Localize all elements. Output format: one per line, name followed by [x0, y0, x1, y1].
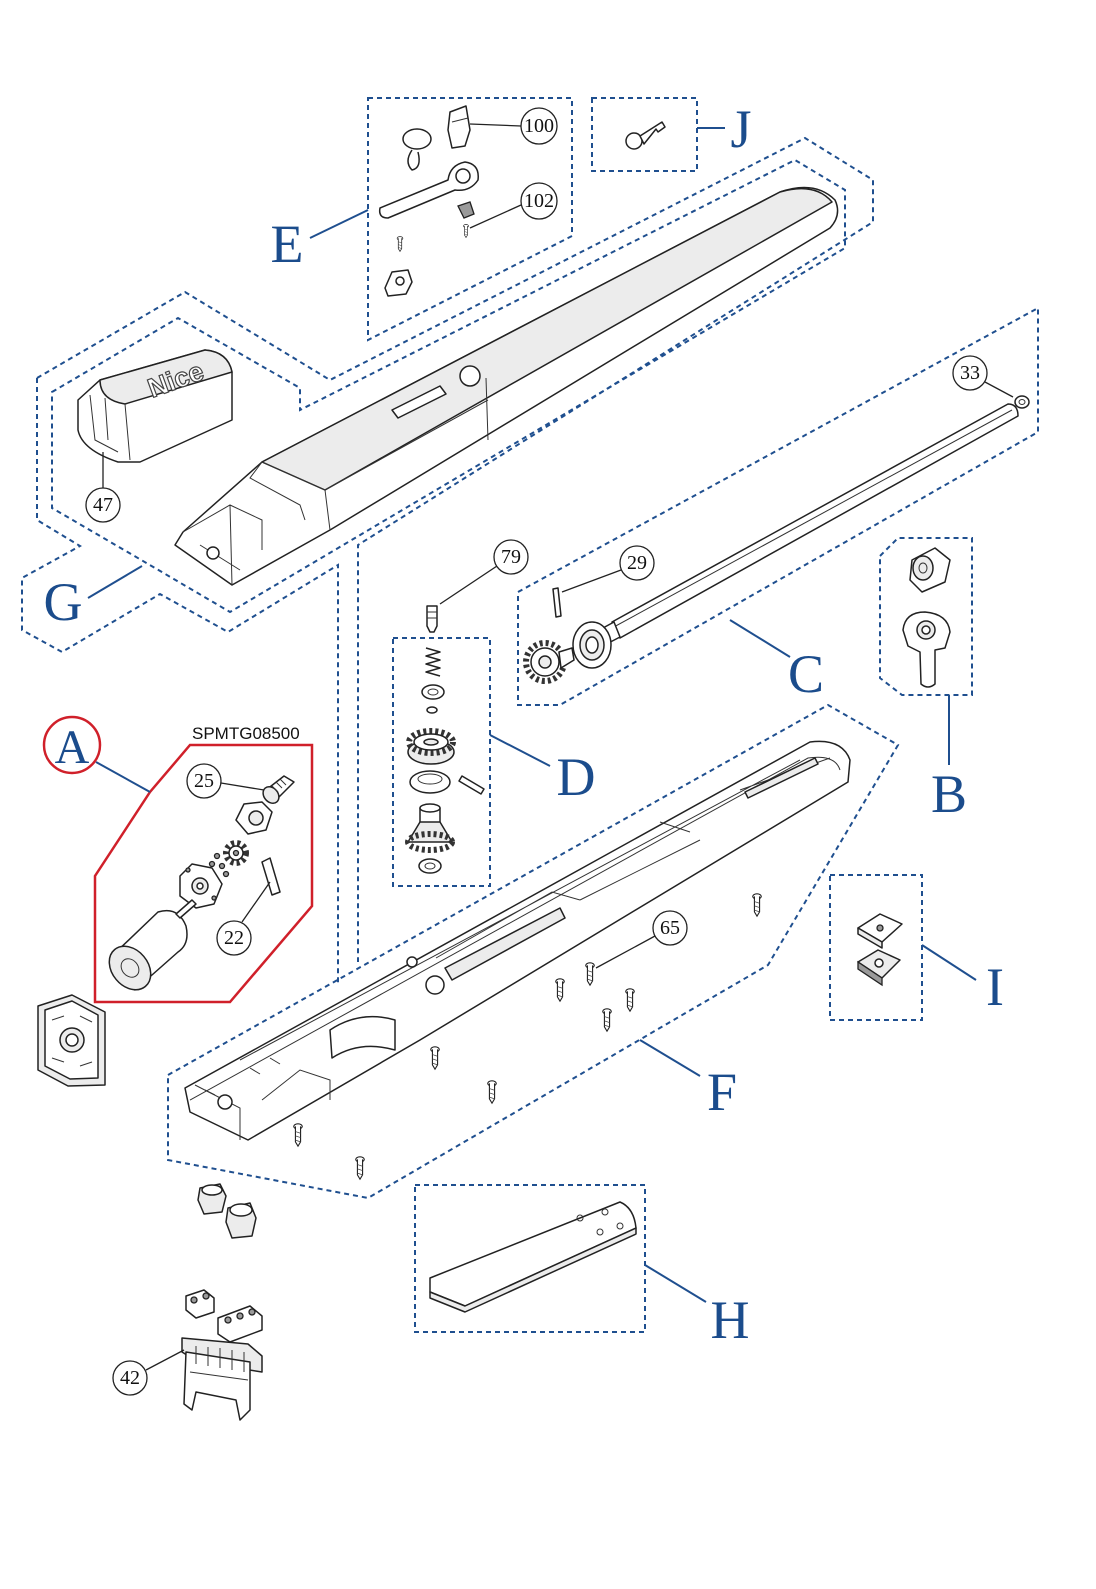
part-number-33: 33: [960, 362, 980, 384]
group-d-outline: [392, 637, 491, 887]
group-g-inner-outline: [51, 158, 846, 614]
group-g-lower-outline: [21, 378, 339, 985]
cable-gland-1: [197, 1183, 227, 1215]
nut-plate-upper: [857, 913, 903, 949]
base-screw-1: [752, 893, 762, 917]
shaft-end-bushing: [1014, 395, 1030, 409]
bearing-ring-d: [409, 770, 451, 794]
group-label-e: E: [271, 214, 304, 274]
callout-33: 33: [952, 355, 1014, 398]
kit-code: SPMTG08500: [192, 724, 300, 743]
group-e-outline: [367, 97, 573, 342]
part-number-22: 22: [224, 927, 244, 949]
callout-65: 65: [595, 910, 688, 969]
group-d-parts: [405, 647, 485, 874]
group-g-outer-outline: [36, 136, 874, 962]
release-cap: [402, 128, 432, 150]
part-number-29: 29: [627, 552, 647, 574]
terminal-connector-3p: [217, 1305, 263, 1343]
kit-a-outline: [93, 743, 314, 1004]
base-screw-4: [625, 988, 635, 1012]
part-number-25: 25: [194, 770, 214, 792]
part-number-79: 79: [501, 546, 521, 568]
group-i-outline: [829, 874, 923, 1021]
bevel-gear-c: [523, 640, 575, 684]
group-j-outline: [591, 97, 698, 172]
group-label-h: H: [711, 1290, 750, 1350]
bevel-gear-d: [405, 803, 455, 853]
release-lever: [378, 161, 479, 219]
lever-insert: [457, 201, 475, 219]
long-cover: [174, 186, 839, 586]
mounting-bracket: [37, 994, 106, 1087]
callout-79: 79: [439, 539, 529, 605]
base-plate: [429, 1201, 637, 1313]
gear-housing-clip: [235, 801, 273, 835]
bracket-screw: [396, 235, 404, 253]
part-number-100: 100: [524, 115, 554, 137]
spur-gear-d: [406, 728, 456, 765]
bearing-balls: [208, 852, 230, 878]
base-screw-5: [602, 1008, 612, 1032]
group-label-j: J: [730, 99, 751, 159]
end-cap-cover: Nice: [77, 349, 233, 463]
group-labels: E J G C D B I F H A SPMTG08500: [42, 99, 1004, 1350]
gearbox-base: [184, 740, 851, 1141]
washer-small: [426, 706, 438, 714]
lock-cylinder: [447, 105, 471, 149]
cable-gland-2: [225, 1202, 257, 1239]
release-cylinder: [909, 547, 951, 593]
callout-22: 22: [216, 881, 271, 956]
nut-plate-lower: [857, 949, 901, 987]
drive-shaft: [589, 403, 1019, 650]
group-label-c: C: [788, 644, 824, 704]
base-screw-8: [293, 1123, 303, 1147]
terminal-block: [181, 1337, 263, 1421]
callout-29: 29: [561, 545, 655, 593]
worm-gear: [262, 775, 295, 804]
washer-bottom: [418, 858, 442, 874]
part-number-47: 47: [93, 494, 113, 516]
shaft-bearing: [572, 621, 612, 669]
callout-102: 102: [469, 182, 558, 229]
motor-flange-plate: [179, 863, 223, 909]
spindle-screw: [426, 605, 438, 633]
group-c-outline: [517, 306, 1039, 706]
group-f-outline: [167, 703, 900, 1200]
washer-large: [421, 684, 445, 700]
release-key: [625, 121, 666, 150]
group-outlines: [21, 97, 1039, 1333]
drive-motor: [108, 899, 197, 991]
gear-pin: [458, 775, 485, 795]
group-label-d: D: [557, 747, 596, 807]
part-number-102: 102: [524, 190, 554, 212]
callout-25: 25: [186, 763, 265, 799]
group-b-outline: [879, 537, 973, 696]
base-screw-7: [487, 1080, 497, 1104]
kit-label-a: A: [55, 721, 90, 774]
group-e-parts: [378, 105, 479, 297]
group-label-i: I: [986, 957, 1004, 1017]
base-screw-9: [355, 1156, 365, 1180]
part-number-65: 65: [660, 917, 680, 939]
terminal-connector-2p: [185, 1289, 215, 1319]
pinion-gear: [223, 840, 249, 866]
group-label-g: G: [44, 572, 83, 632]
shaft-pin: [552, 587, 562, 618]
kit-a-badge: [42, 715, 102, 775]
lever-screw: [462, 223, 470, 239]
base-screw-2: [585, 962, 595, 986]
group-label-f: F: [707, 1062, 737, 1122]
spring: [425, 647, 441, 677]
callout-47: 47: [85, 452, 121, 523]
release-key-lever: [902, 611, 951, 688]
base-screw-3: [555, 978, 565, 1002]
release-cap-tether: [407, 149, 420, 171]
callout-42: 42: [112, 1349, 185, 1396]
base-screw-6: [430, 1046, 440, 1070]
part-number-42: 42: [120, 1367, 140, 1389]
group-label-b: B: [931, 764, 967, 824]
callout-100: 100: [469, 107, 558, 145]
